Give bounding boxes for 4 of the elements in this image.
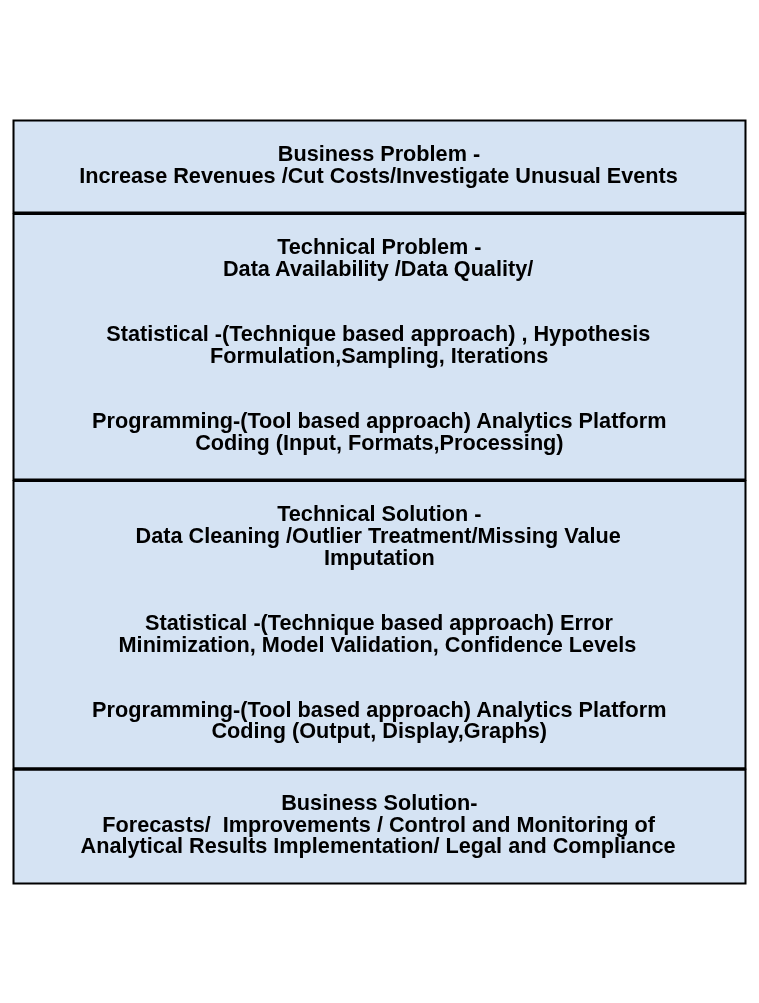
node-box: Technical Solution - Data Cleaning /Outlier Treatment/Missing Value Imputation Statistical -(Technique based approach) Error Minimization, Model Validation, Confidence Levels Programming-(Tool based approach) Analytics Platform Coding (Output, Display,Graphs) bbox=[12, 479, 747, 769]
node-box: Business Solution- Forecasts/ Improvements / Control and Monitoring of Analytical Results Implementation/ Legal and Compliance bbox=[12, 768, 747, 885]
node-box: Business Problem - Increase Revenues /Cut Costs/Investigate Unusual Events bbox=[12, 118, 747, 214]
node-box: Technical Problem - Data Availability /Data Quality/ Statistical -(Technique based approach) , Hypothesis Formulation,Sampling, Iterations Programming-(Tool based approach) Analytics Platform Coding (Input, Formats,Processing) bbox=[12, 212, 747, 481]
